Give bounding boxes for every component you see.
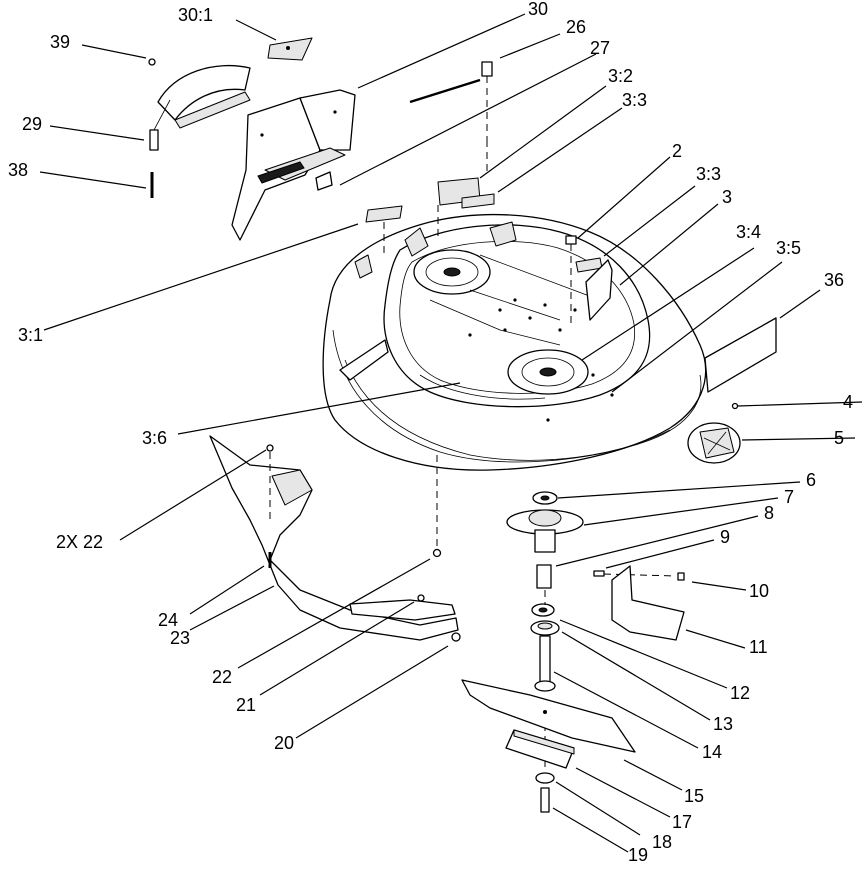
callout-8: 8 [764,503,774,523]
callout-9: 9 [720,527,730,547]
spindle-stack [506,491,584,692]
part-2x22-nut [266,444,274,452]
part-30-1 [267,37,313,61]
part-26-pin [481,61,493,77]
part-11-shield [611,565,685,641]
callout-5: 5 [834,428,844,448]
part-29-guard [149,64,251,151]
callout-3: 3 [722,187,732,207]
callout-27: 27 [590,38,610,58]
leader-lines [39,13,863,853]
mower-deck-housing [322,213,707,471]
part-3-bracket [585,259,613,321]
callout-3-3b: 3:3 [696,164,721,184]
callout-13: 13 [713,714,733,734]
callout-4: 4 [843,392,853,412]
callout-11: 11 [749,637,768,657]
callout-39: 39 [50,32,70,52]
callout-38: 38 [8,160,28,180]
decal-36 [704,317,777,393]
callout-26: 26 [566,17,586,37]
part-9-screw [593,570,605,577]
callout-15: 15 [684,786,704,806]
callout-6: 6 [806,470,816,490]
callout-3-4: 3:4 [736,222,761,242]
callout-3-1: 3:1 [18,325,43,345]
part-30-rod [409,78,481,104]
decal-3-1 [365,205,403,223]
callout-23: 23 [170,628,190,648]
callout-7: 7 [784,487,794,507]
part-4-screw [731,402,739,410]
callout-3-6: 3:6 [142,428,167,448]
decal-3-3a [461,193,495,209]
callout-20: 20 [274,733,294,753]
part-10-pin [677,572,685,581]
callout-36: 36 [824,270,844,290]
callout-3-2: 3:2 [608,66,633,86]
callout-21: 21 [236,695,256,715]
part-20-nut [451,632,461,642]
callout-2: 2 [672,141,682,161]
part-18-washer [535,772,555,784]
part-15-blade [461,679,636,753]
part-21-screw [417,594,425,602]
callout-22: 22 [212,667,232,687]
callout-17: 17 [672,812,692,832]
callout-12: 12 [730,683,750,703]
callout-14: 14 [702,742,722,762]
callout-3-3a: 3:3 [622,90,647,110]
discharge-chute-assembly [231,89,356,241]
callout-19: 19 [628,845,648,865]
part-5-cap [687,422,741,464]
callout-18: 18 [652,832,672,852]
baffle-assembly [209,435,459,641]
part-19-bolt [540,787,550,813]
callout-30: 30 [528,0,548,19]
callout-30-1: 30:1 [178,5,213,25]
callout-labels: 30:1 30 26 27 39 29 38 3:2 3:3 2 3:3 3 3… [8,0,853,865]
callout-3-5: 3:5 [776,238,801,258]
callout-29: 29 [22,114,42,134]
part-2-bolt [565,235,577,245]
callout-10: 10 [749,581,769,601]
callout-2x22: 2X 22 [56,532,103,552]
part-22-nut [432,548,442,558]
part-39-screw [148,58,156,66]
callout-24: 24 [158,610,178,630]
